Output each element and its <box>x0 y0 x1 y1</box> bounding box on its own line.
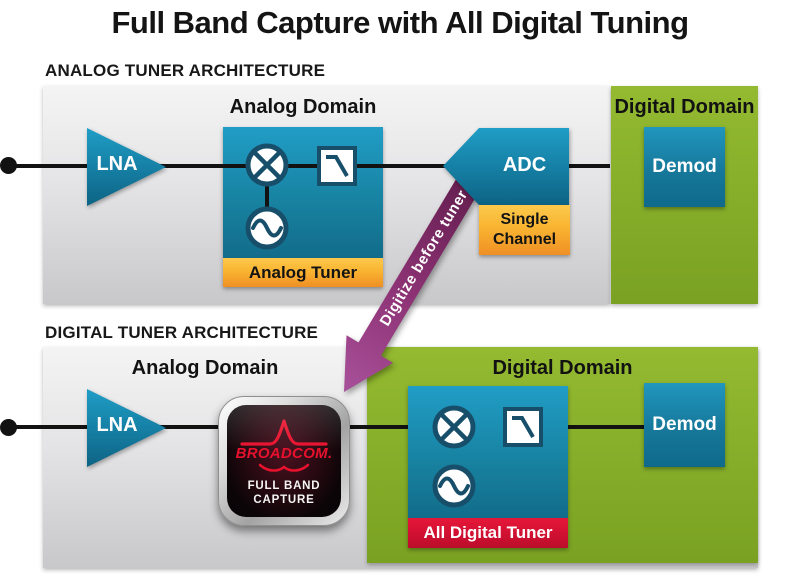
chip-face: BROADCOM. FULL BAND CAPTURE <box>227 405 341 517</box>
digitize-arrow <box>344 161 490 392</box>
digital-domain-label-bottom: Digital Domain <box>492 357 633 379</box>
chip-function-label: FULL BAND CAPTURE <box>247 480 321 507</box>
lna-label-bottom: LNA <box>96 414 138 436</box>
broadcom-full-band-capture-chip: BROADCOM. FULL BAND CAPTURE <box>218 396 350 526</box>
digital-architecture-header: DIGITAL TUNER ARCHITECTURE <box>45 323 319 342</box>
oscillator-icon-bottom <box>432 464 476 508</box>
broadcom-ripple-icon <box>258 463 310 472</box>
analog-architecture-header: ANALOG TUNER ARCHITECTURE <box>45 61 326 80</box>
oscillator-icon-top <box>245 206 289 250</box>
single-channel-box: Single Channel <box>479 205 570 255</box>
digital-domain-label-top: Digital Domain <box>614 96 755 118</box>
lna-amplifier-bottom <box>87 389 166 467</box>
signal-line-top <box>8 164 610 168</box>
broadcom-waveform-icon <box>240 419 328 446</box>
all-digital-tuner-box: All Digital Tuner <box>408 386 568 548</box>
mixer-icon-bottom <box>432 405 476 449</box>
adc-label: ADC <box>502 154 547 176</box>
mixer-lo-connector-top <box>265 182 269 212</box>
lna-label-top: LNA <box>96 153 138 175</box>
adc-block <box>443 128 569 205</box>
analog-domain-label-bottom: Analog Domain <box>131 357 279 379</box>
single-channel-label: Single Channel <box>492 211 557 248</box>
analog-domain-label-top: Analog Domain <box>229 96 377 118</box>
demod-box-top: Demod <box>644 127 725 207</box>
chip-gloss-highlight <box>227 405 341 450</box>
analog-tuner-caption: Analog Tuner <box>223 258 383 287</box>
all-digital-tuner-caption: All Digital Tuner <box>408 518 568 548</box>
chip-brand-label: BROADCOM. <box>235 445 333 462</box>
lna-amplifier-top <box>87 128 166 206</box>
page-title: Full Band Capture with All Digital Tunin… <box>111 5 689 40</box>
lowpass-filter-icon-top <box>317 146 357 186</box>
mixer-icon-top <box>245 143 289 187</box>
lowpass-filter-icon-bottom <box>503 407 543 447</box>
demod-box-bottom: Demod <box>644 383 725 467</box>
